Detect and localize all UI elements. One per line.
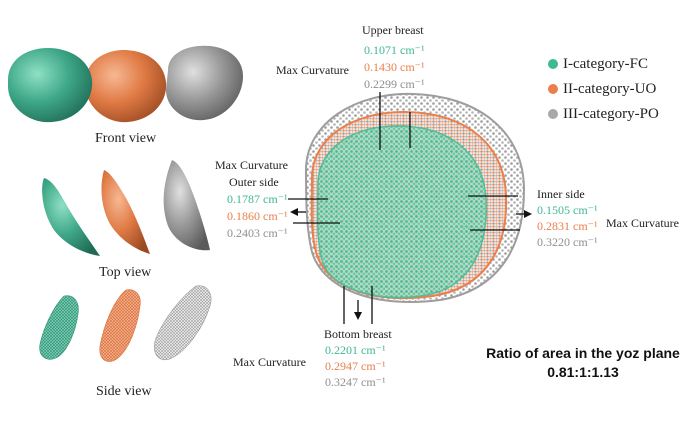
top-view-green-model (42, 178, 100, 256)
inner-side-title: Inner side (537, 187, 585, 201)
legend-label-fc: I-category-FC (563, 56, 648, 72)
bottom-value-fc: 0.2201 cm⁻¹ (325, 343, 386, 357)
bottom-value-uo: 0.2947 cm⁻¹ (325, 359, 386, 373)
outer-value-fc: 0.1787 cm⁻¹ (227, 192, 288, 206)
front-view-green-model (8, 48, 93, 123)
legend-label-po: III-category-PO (563, 106, 659, 122)
front-view-label: Front view (95, 131, 157, 146)
upper-value-fc: 0.1071 cm⁻¹ (364, 43, 425, 57)
upper-max-curvature-caption: Max Curvature (276, 63, 349, 77)
outer-side-title: Outer side (229, 175, 279, 189)
top-view-gray-model (163, 160, 210, 251)
legend-item-po: III-category-PO (548, 106, 659, 123)
legend-label-uo: II-category-UO (563, 81, 657, 97)
bottom-value-po: 0.3247 cm⁻¹ (325, 375, 386, 389)
inner-max-curvature-caption: Max Curvature (606, 216, 679, 230)
top-view-orange-model (101, 170, 150, 254)
legend-swatch-fc (548, 59, 558, 69)
outer-max-curvature-caption: Max Curvature (215, 158, 288, 172)
upper-value-uo: 0.1430 cm⁻¹ (364, 60, 425, 74)
legend-item-uo: II-category-UO (548, 81, 659, 98)
front-view-models (8, 45, 244, 123)
front-view-gray-model (166, 45, 244, 121)
legend-swatch-po (548, 109, 558, 119)
upper-breast-title: Upper breast (362, 23, 424, 37)
upper-value-po: 0.2299 cm⁻¹ (364, 77, 425, 91)
outer-value-uo: 0.1860 cm⁻¹ (227, 209, 288, 223)
inner-value-po: 0.3220 cm⁻¹ (537, 235, 598, 249)
bottom-max-curvature-caption: Max Curvature (233, 355, 306, 369)
callout-arrowheads (290, 208, 532, 320)
inner-value-uo: 0.2831 cm⁻¹ (537, 219, 598, 233)
front-view-orange-model (86, 50, 167, 123)
inner-value-fc: 0.1505 cm⁻¹ (537, 203, 598, 217)
legend-item-fc: I-category-FC (548, 56, 659, 73)
ratio-value: 0.81:1:1.13 (547, 364, 619, 380)
overlay-outlines (304, 92, 526, 303)
side-view-models (39, 285, 212, 362)
side-view-gray-model (153, 285, 212, 360)
legend: I-category-FC II-category-UO III-categor… (548, 56, 659, 123)
top-view-models (42, 160, 210, 256)
side-view-green-model (39, 295, 79, 360)
bottom-breast-title: Bottom breast (324, 327, 392, 341)
callout-lines (288, 92, 520, 324)
side-view-orange-model (99, 289, 141, 362)
legend-swatch-uo (548, 84, 558, 94)
outer-value-po: 0.2403 cm⁻¹ (227, 226, 288, 240)
top-view-label: Top view (99, 265, 152, 280)
ratio-title: Ratio of area in the yoz plane (486, 345, 680, 361)
side-view-label: Side view (96, 384, 152, 399)
